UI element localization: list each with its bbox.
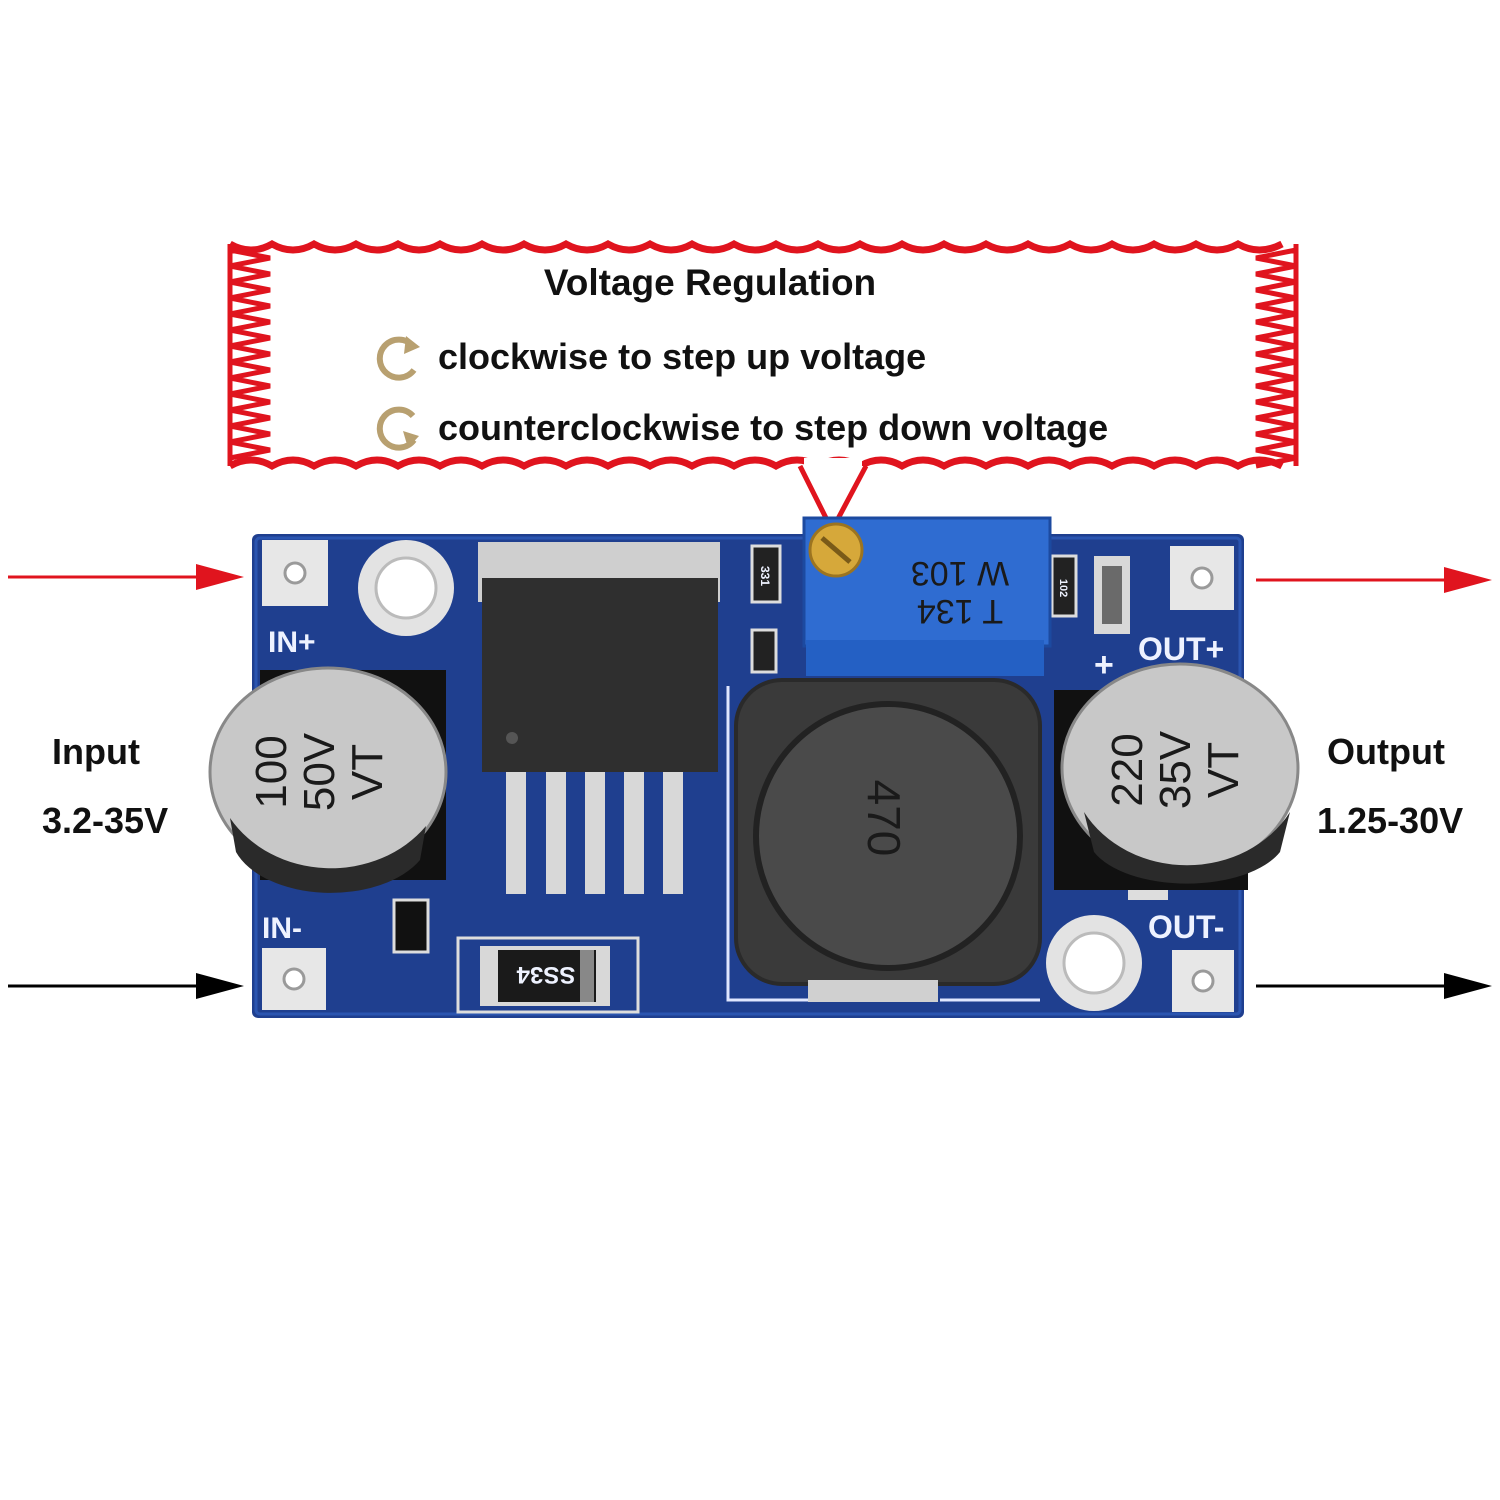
- output-minus-arrow: [1256, 973, 1492, 999]
- pot-marking-2: T 134: [917, 592, 1003, 630]
- callout-top-border: [228, 239, 1284, 254]
- input-label: Input: [52, 731, 140, 772]
- in-plus-label: IN+: [268, 626, 316, 659]
- resistor-102-marking: 102: [1057, 579, 1069, 597]
- pot-marking-1: W 103: [911, 554, 1009, 592]
- output-plus-arrow: [1256, 567, 1492, 593]
- output-range: 1.25-30V: [1317, 800, 1464, 841]
- input-plus-arrow: [8, 564, 244, 590]
- output-cap-voltage: 35V: [1151, 730, 1200, 809]
- regulator-ic: [482, 578, 718, 772]
- callout-title: Voltage Regulation: [543, 262, 877, 303]
- instruction-counterclockwise: counterclockwise to step down voltage: [438, 407, 1109, 448]
- plus-mark: +: [1094, 646, 1114, 684]
- input-cap-series: VT: [343, 744, 392, 800]
- diode-marking: SS34: [516, 961, 575, 988]
- resistor-331: [750, 544, 782, 604]
- callout-left-border: [227, 244, 271, 466]
- out-minus-label: OUT-: [1148, 909, 1224, 945]
- in-minus-label: IN-: [262, 912, 302, 945]
- input-range: 3.2-35V: [42, 800, 169, 841]
- pcb-board: [208, 516, 1300, 1018]
- input-cap-voltage: 50V: [295, 732, 344, 811]
- instruction-clockwise: clockwise to step up voltage: [438, 336, 927, 377]
- callout-bottom-border: [228, 456, 1284, 471]
- input-cap-value: 100: [247, 735, 296, 808]
- clockwise-arrow-icon: [376, 336, 420, 381]
- counterclockwise-arrow-icon: [376, 406, 419, 451]
- resistor-331-marking: 331: [758, 566, 772, 586]
- input-minus-arrow: [8, 973, 244, 999]
- output-cap-value: 220: [1103, 733, 1152, 806]
- out-plus-label: OUT+: [1138, 631, 1224, 667]
- resistor-102: [1050, 554, 1078, 618]
- output-label: Output: [1327, 731, 1445, 772]
- inductor-marking: 470: [858, 780, 910, 857]
- output-cap-series: VT: [1199, 742, 1248, 798]
- callout-right-border: [1255, 244, 1299, 469]
